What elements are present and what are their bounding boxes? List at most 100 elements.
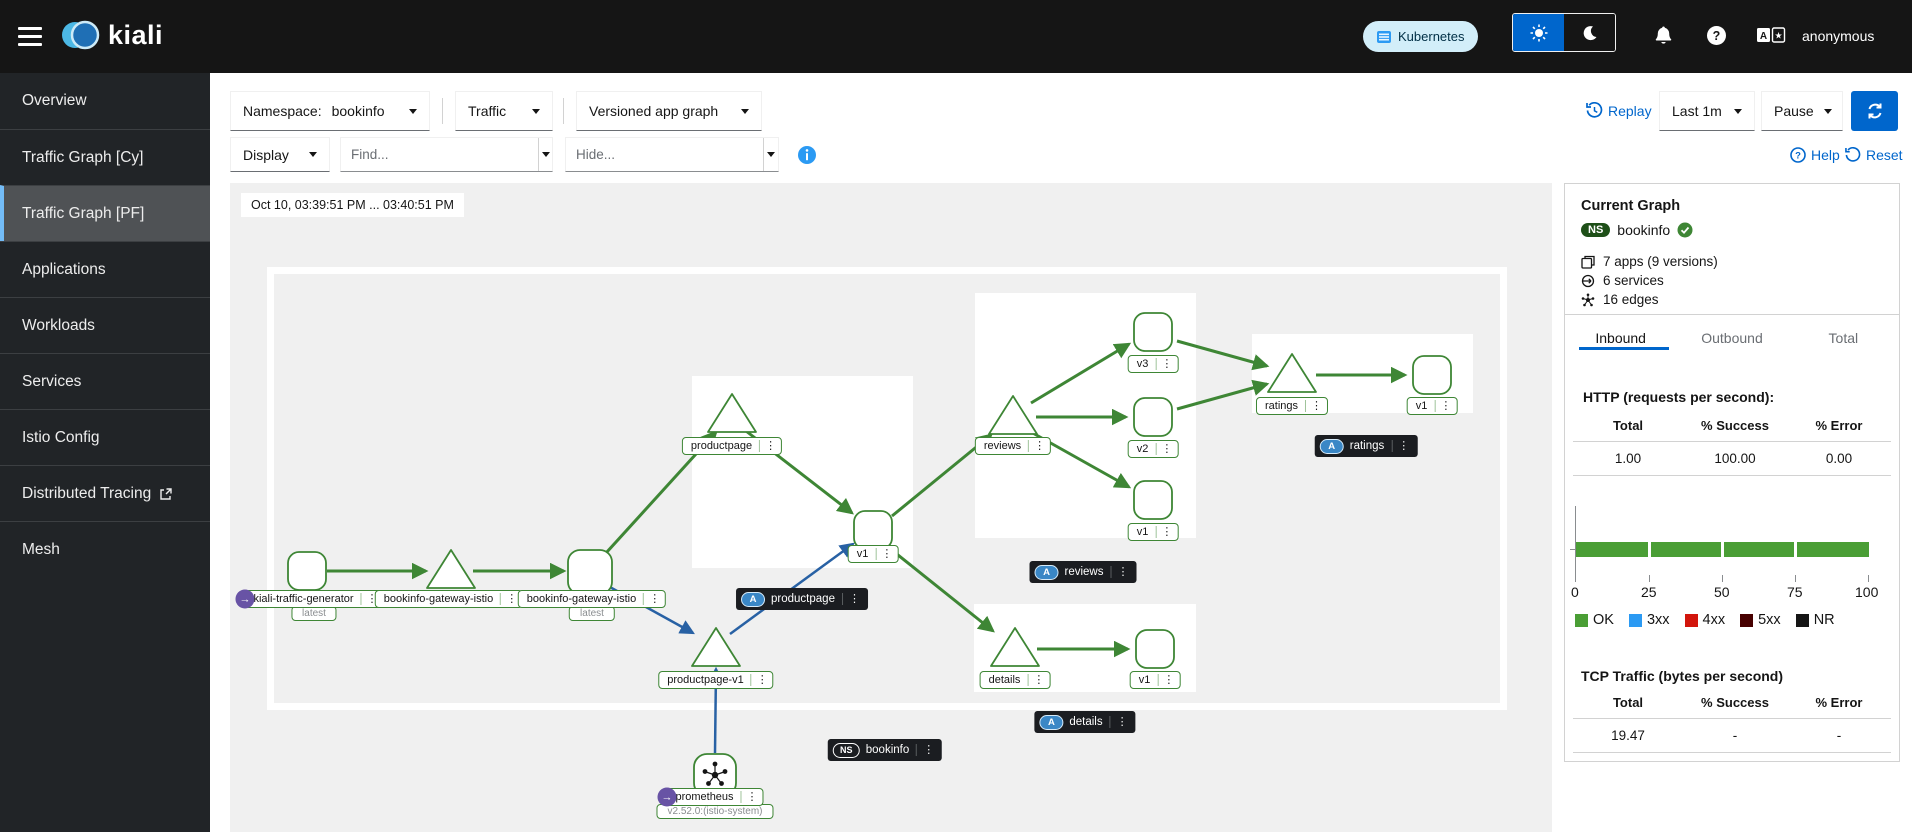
sidebar-item-traffic-graph-cy[interactable]: Traffic Graph [Cy] [0,129,210,185]
node-productpage-v1[interactable] [853,510,893,550]
node-kiali-traffic-generator[interactable] [287,551,327,591]
tab-outbound[interactable]: Outbound [1701,330,1763,346]
help-question-icon[interactable]: ? [1703,22,1729,48]
tab-inbound[interactable]: Inbound [1595,330,1646,346]
kebab-menu-icon[interactable] [1155,443,1177,455]
kebab-menu-icon[interactable] [360,593,383,605]
sidebar-item-traffic-graph-pf[interactable]: Traffic Graph [PF] [0,185,210,241]
node-details-v1[interactable] [1135,629,1175,669]
node-label-chip[interactable]: v2 [1127,440,1179,458]
node-service-reviews[interactable] [988,395,1038,435]
graph-help-button[interactable]: ? Help [1790,147,1840,163]
find-input[interactable] [341,138,538,171]
sidebar-item-label: Workloads [22,316,95,334]
graph-reset-button[interactable]: Reset [1845,147,1903,163]
prometheus-mesh-icon [702,761,728,786]
node-label-chip[interactable]: v1 [847,545,899,563]
kebab-menu-icon[interactable] [643,593,665,605]
cluster-badge[interactable]: Kubernetes [1363,21,1478,52]
sidebar-item-workloads[interactable]: Workloads [0,297,210,353]
node-label-chip[interactable]: → prometheus [657,787,764,807]
kebab-menu-icon[interactable] [1109,716,1134,728]
hide-options-button[interactable] [763,138,778,171]
node-reviews-v2[interactable] [1133,397,1173,437]
kebab-menu-icon[interactable] [1305,400,1327,412]
node-workload-bookinfo-gateway-istio[interactable] [567,549,613,595]
node-label-chip[interactable]: details [979,671,1051,689]
node-ratings-v1[interactable] [1412,355,1452,395]
kebab-menu-icon[interactable] [1110,566,1134,578]
username[interactable]: anonymous [1802,28,1875,44]
namespace-name[interactable]: bookinfo [1617,222,1671,238]
app-chip-ratings[interactable]: A ratings [1314,435,1418,457]
kebab-menu-icon[interactable] [750,674,773,686]
kebab-menu-icon[interactable] [759,440,781,452]
replay-button[interactable]: Replay [1586,102,1652,119]
traffic-select[interactable]: Traffic [455,91,553,131]
interval-select[interactable]: Last 1m [1659,91,1755,131]
hamburger-menu-icon[interactable] [18,27,42,46]
sidebar-item-applications[interactable]: Applications [0,241,210,297]
kebab-menu-icon[interactable] [1027,674,1049,686]
find-options-button[interactable] [538,138,552,171]
node-service-ratings[interactable] [1267,353,1317,393]
display-select[interactable]: Display [230,137,330,172]
notifications-bell-icon[interactable] [1650,22,1676,48]
light-theme-button[interactable] [1513,14,1564,51]
app-chip-productpage[interactable]: A productpage [736,588,868,610]
graph-type-select[interactable]: Versioned app graph [576,91,762,131]
kebab-menu-icon[interactable] [1391,440,1415,452]
tab-total[interactable]: Total [1828,330,1859,346]
graph-nodes[interactable] [287,312,1452,797]
refresh-button[interactable] [1851,91,1898,131]
node-label-chip[interactable]: v3 [1127,355,1179,373]
pause-select[interactable]: Pause [1761,91,1843,131]
sidebar-item-overview[interactable]: Overview [0,73,210,129]
node-label-chip[interactable]: bookinfo-gateway-istio [517,590,667,608]
kebab-menu-icon[interactable] [841,593,866,605]
kiali-logo[interactable]: kiali [60,15,163,55]
stat-apps: 7 apps (9 versions) [1581,254,1718,269]
sidebar-item-distributed-tracing[interactable]: Distributed Tracing [0,465,210,521]
chevron-down-icon [309,152,317,157]
node-label-chip[interactable]: ratings [1255,397,1329,415]
node-label-chip[interactable]: → kiali-traffic-generator [235,589,384,609]
sidebar-item-services[interactable]: Services [0,353,210,409]
node-label-chip[interactable]: reviews [974,437,1052,455]
tcp-edges[interactable] [607,542,855,754]
kebab-menu-icon[interactable] [916,744,940,756]
kebab-menu-icon[interactable] [1155,526,1177,538]
node-label-chip[interactable]: bookinfo-gateway-istio [374,590,524,608]
traffic-graph-canvas[interactable]: Oct 10, 03:39:51 PM ... 03:40:51 PM [230,183,1552,832]
node-label-chip[interactable]: v1 [1127,523,1179,541]
kebab-menu-icon[interactable] [1028,440,1050,452]
col-header: % Error [1815,695,1863,710]
app-chip-details[interactable]: A details [1034,711,1136,733]
node-service-productpage[interactable] [707,393,757,433]
graph-info-icon[interactable] [797,145,817,170]
node-service-details[interactable] [990,627,1040,667]
namespace-chip-bookinfo[interactable]: NS bookinfo [827,739,943,761]
sidebar-item-mesh[interactable]: Mesh [0,521,210,577]
dark-theme-button[interactable] [1564,14,1615,51]
kebab-menu-icon[interactable] [500,593,522,605]
node-service-productpage-v1[interactable] [691,627,741,667]
node-version-label: v2.52.0:(istio-system) [656,804,774,819]
sidebar-item-istio-config[interactable]: Istio Config [0,409,210,465]
node-reviews-v3[interactable] [1133,312,1173,352]
kebab-menu-icon[interactable] [875,548,897,560]
node-label-chip[interactable]: v1 [1129,671,1181,689]
node-service-bookinfo-gateway-istio[interactable] [426,549,476,589]
node-label-chip[interactable]: productpage-v1 [658,671,774,689]
kebab-menu-icon[interactable] [740,791,763,803]
namespace-select[interactable]: Namespace: bookinfo [230,91,430,131]
app-chip-reviews[interactable]: A reviews [1029,561,1137,583]
kebab-menu-icon[interactable] [1434,400,1456,412]
hide-input[interactable] [566,138,763,171]
kebab-menu-icon[interactable] [1157,674,1179,686]
kebab-menu-icon[interactable] [1155,358,1177,370]
node-reviews-v1[interactable] [1133,480,1173,520]
language-icon[interactable]: A ★ [1754,22,1788,48]
node-label-chip[interactable]: productpage [681,437,783,455]
node-label-chip[interactable]: v1 [1406,397,1458,415]
